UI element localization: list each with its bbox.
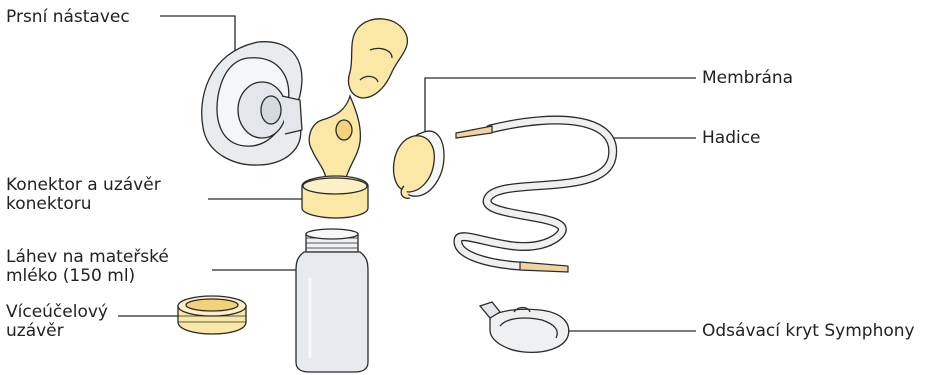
breast-shield-part	[202, 42, 302, 165]
tubing-part	[456, 120, 613, 272]
label-lid: Víceúčelový uzávěr	[6, 303, 108, 341]
label-breast-shield-text: Prsní nástavec	[6, 8, 130, 27]
label-breast-shield: Prsní nástavec	[6, 8, 130, 27]
suction-cover-part	[480, 302, 569, 352]
lid-part	[178, 296, 246, 334]
label-lid-line2: uzávěr	[6, 322, 108, 341]
label-bottle-line2: mléko (150 ml)	[6, 267, 169, 286]
label-suction-cover-text: Odsávací kryt Symphony	[702, 322, 915, 341]
label-lid-line1: Víceúčelový	[6, 303, 108, 322]
membrane-part	[394, 131, 444, 198]
label-connector-line1: Konektor a uzávěr	[6, 176, 161, 195]
bottle-part	[296, 229, 368, 372]
label-bottle-line1: Láhev na mateřské	[6, 248, 169, 267]
label-tubing: Hadice	[702, 129, 761, 148]
label-membrane: Membrána	[702, 69, 793, 88]
label-connector: Konektor a uzávěr konektoru	[6, 176, 161, 214]
label-tubing-text: Hadice	[702, 129, 761, 148]
label-connector-line2: konektoru	[6, 195, 161, 214]
connector-part	[302, 19, 407, 218]
label-bottle: Láhev na mateřské mléko (150 ml)	[6, 248, 169, 286]
label-membrane-text: Membrána	[702, 69, 793, 88]
label-suction-cover: Odsávací kryt Symphony	[702, 322, 915, 341]
